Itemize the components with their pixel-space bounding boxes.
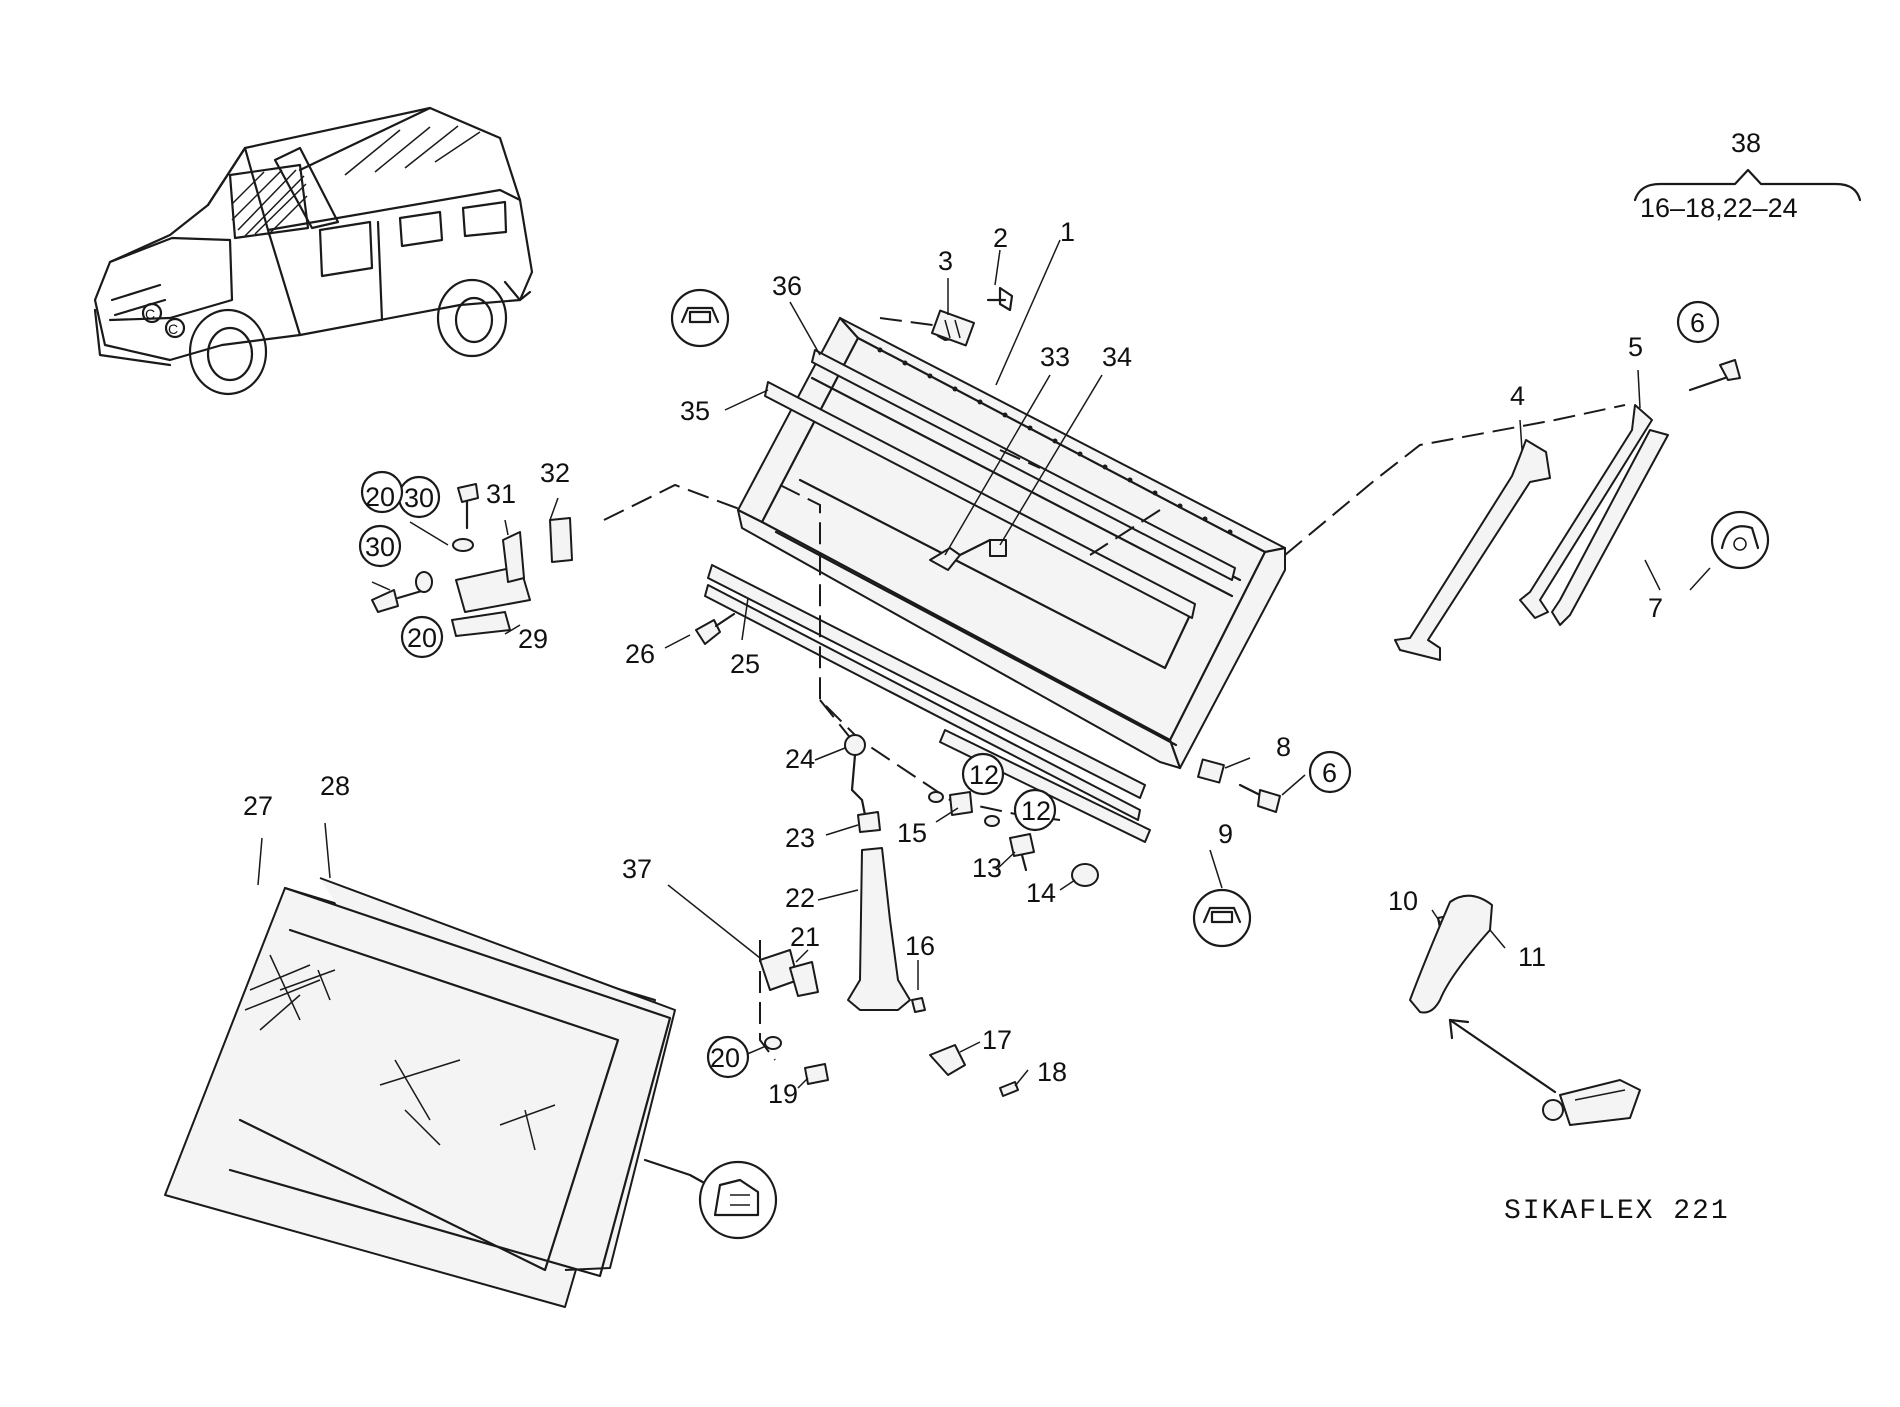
bracket-4 xyxy=(1394,439,1551,661)
label-13: 13 xyxy=(972,853,1002,883)
seal-profile-detail-icon xyxy=(1710,510,1770,570)
clip-detail-icon xyxy=(1192,888,1252,948)
label-12b: 12 xyxy=(1021,796,1051,826)
seal-profile-detail-icon xyxy=(698,1160,778,1240)
label-21: 21 xyxy=(790,922,820,952)
label-37: 37 xyxy=(622,854,652,884)
label-4: 4 xyxy=(1510,381,1525,411)
label-15: 15 xyxy=(897,818,927,848)
label-23: 23 xyxy=(785,823,815,853)
window-frame xyxy=(736,316,1287,770)
label-10: 10 xyxy=(1388,886,1418,916)
label-33: 33 xyxy=(1040,342,1070,372)
label-14: 14 xyxy=(1026,878,1056,908)
label-20b: 20 xyxy=(407,623,437,653)
svg-text:C: C xyxy=(168,321,178,337)
label-35: 35 xyxy=(680,396,710,426)
label-6a: 6 xyxy=(1690,308,1705,338)
label-5: 5 xyxy=(1628,332,1643,362)
label-38: 38 xyxy=(1731,128,1761,158)
label-30b: 30 xyxy=(365,532,395,562)
label-25: 25 xyxy=(730,649,760,679)
sill-25 xyxy=(707,564,1146,799)
label-12a: 12 xyxy=(969,760,999,790)
label-9: 9 xyxy=(1218,819,1233,849)
channel-5 xyxy=(1519,404,1653,619)
label-30a: 30 xyxy=(404,483,434,513)
clip-detail-icon xyxy=(670,288,730,348)
label-7: 7 xyxy=(1648,593,1663,623)
label-1: 1 xyxy=(1060,217,1075,247)
label-6b: 6 xyxy=(1322,758,1337,788)
sealant-tube-icon xyxy=(1542,1079,1641,1126)
label-22: 22 xyxy=(785,883,815,913)
label-27: 27 xyxy=(243,791,273,821)
label-17: 17 xyxy=(982,1025,1012,1055)
gasket-11 xyxy=(1409,894,1493,1014)
label-36: 36 xyxy=(772,271,802,301)
label-32: 32 xyxy=(540,458,570,488)
label-28: 28 xyxy=(320,771,350,801)
label-8: 8 xyxy=(1276,732,1291,762)
label-16: 16 xyxy=(905,931,935,961)
label-11: 11 xyxy=(1518,942,1546,972)
label-20a: 20 xyxy=(365,482,395,512)
label-34: 34 xyxy=(1102,342,1132,372)
seal-7 xyxy=(1551,429,1669,626)
label-19: 19 xyxy=(768,1079,798,1109)
sealant-label: SIKAFLEX 221 xyxy=(1504,1196,1730,1227)
label-31: 31 xyxy=(486,479,516,509)
label-2: 2 xyxy=(993,223,1008,253)
rail-36 xyxy=(811,349,1236,581)
label-18: 18 xyxy=(1037,1057,1067,1087)
label-29: 29 xyxy=(518,624,548,654)
arm-22 xyxy=(847,847,911,1011)
label-3: 3 xyxy=(938,246,953,276)
label-24: 24 xyxy=(785,744,815,774)
kit-contents-label: 16–18,22–24 xyxy=(1640,193,1798,223)
label-26: 26 xyxy=(625,639,655,669)
svg-text:C: C xyxy=(145,306,155,322)
vehicle-illustration-icon: C C xyxy=(93,106,534,396)
label-20c: 20 xyxy=(710,1043,740,1073)
